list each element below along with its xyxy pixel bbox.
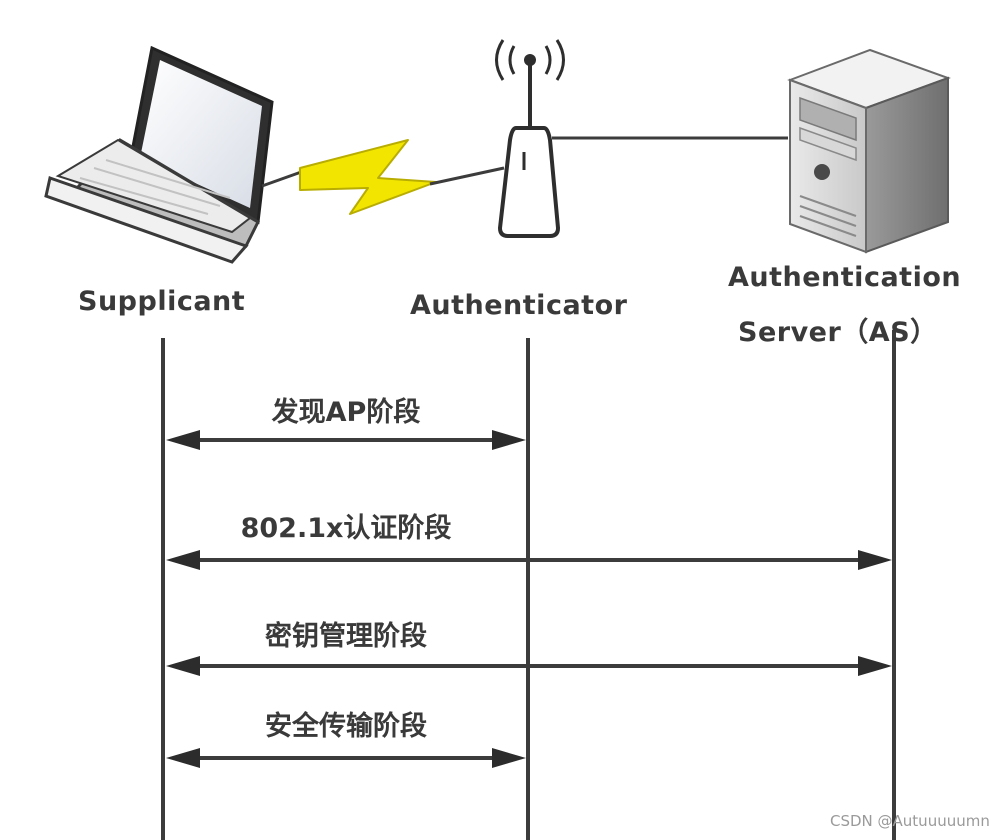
laptop-icon [44, 45, 274, 264]
access-point-icon [495, 39, 565, 238]
server-tower-icon [787, 48, 951, 254]
phase-label-secure-transport: 安全传输阶段 [265, 711, 427, 742]
arrow-phase-key-management [166, 656, 892, 676]
watermark: CSDN @Autuuuuumn [830, 812, 990, 830]
arrow-phase-secure-transport [166, 748, 526, 768]
authenticator-label: Authenticator [410, 290, 628, 321]
server-label-line2: Server（AS） [738, 317, 938, 348]
phase-label-key-management: 密钥管理阶段 [265, 621, 427, 652]
arrow-phase-discover-ap [166, 430, 526, 450]
supplicant-label: Supplicant [78, 286, 246, 317]
arrow-phase-8021x-auth [166, 550, 892, 570]
lightning-bolt-icon [299, 139, 437, 215]
phase-label-discover-ap: 发现AP阶段 [271, 397, 421, 428]
server-label-line1: Authentication [728, 262, 962, 293]
phase-label-8021x-auth: 802.1x认证阶段 [240, 513, 452, 544]
link-line-right [429, 166, 505, 186]
